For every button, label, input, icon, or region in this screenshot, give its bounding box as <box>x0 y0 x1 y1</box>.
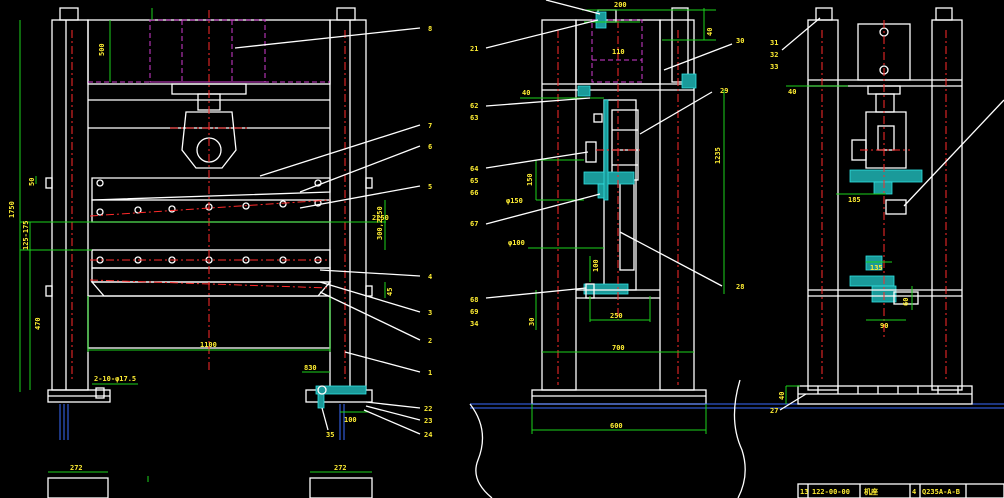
front-part-label-7: 7 <box>428 122 432 130</box>
front-part-label-5: 5 <box>428 183 432 191</box>
side-dim-phi100: φ100 <box>508 239 525 247</box>
end-left-column <box>807 19 839 391</box>
side-dim-110: 110 <box>612 48 625 56</box>
side-dim-30: 30 <box>528 318 536 326</box>
front-dim-272-left: 272 <box>70 464 83 472</box>
front-lower-blade <box>90 281 332 297</box>
front-top-nut-left <box>59 7 79 21</box>
front-dimension-lines <box>19 8 386 482</box>
side-part-label-29: 29 <box>720 87 728 95</box>
side-part-label-69: 69 <box>470 308 478 316</box>
side-part-label-68: 68 <box>470 296 478 304</box>
front-dim-50: 50 <box>28 178 36 186</box>
side-dim-700: 700 <box>612 344 625 352</box>
front-dim-125-175: 125-175 <box>22 220 30 250</box>
side-dim-phi150: φ150 <box>506 197 523 205</box>
end-dim-40-top: 40 <box>788 88 796 96</box>
front-dim-1750: 1750 <box>8 201 16 218</box>
end-part-label-32: 32 <box>770 51 778 59</box>
side-dim-250: 250 <box>610 312 623 320</box>
title-cell-name: 机座 <box>864 487 878 496</box>
front-part-label-23: 23 <box>424 417 432 425</box>
title-block: 13 122-00-00 机座 4 Q235A-A-B <box>797 483 1004 498</box>
side-view: 21 30 29 62 63 64 65 66 67 68 69 34 28 2… <box>469 0 1004 498</box>
front-dim-830: 830 <box>304 364 317 372</box>
end-view: 31 32 33 27 40 185 135 60 90 40 <box>770 7 1004 415</box>
side-part-label-65: 65 <box>470 177 478 185</box>
end-part-label-27: 27 <box>770 407 778 415</box>
side-dim-200: 200 <box>614 1 627 9</box>
end-dim-40-base: 40 <box>778 392 786 400</box>
front-dim-45: 45 <box>386 288 394 296</box>
side-upper-blade-section <box>583 171 635 185</box>
front-top-nut-right <box>336 7 356 21</box>
front-part-label-4: 4 <box>428 273 432 281</box>
end-part-label-31: 31 <box>770 39 778 47</box>
side-part-label-21: 21 <box>470 45 478 53</box>
front-dim-hole-spec: 2-10-φ17.5 <box>94 375 136 383</box>
side-part-label-28: 28 <box>736 283 744 291</box>
side-lower-blade-section <box>583 283 629 295</box>
front-part-label-3: 3 <box>428 309 432 317</box>
end-base <box>797 385 973 405</box>
front-part-label-8: 8 <box>428 25 432 33</box>
front-part-label-2: 2 <box>428 337 432 345</box>
side-dim-1235: 1235 <box>714 147 722 164</box>
side-dim-600: 600 <box>610 422 623 430</box>
side-part-label-67: 67 <box>470 220 478 228</box>
title-cell-item: 13 <box>800 488 808 496</box>
front-left-column <box>51 19 89 391</box>
end-base-bolts <box>817 386 959 394</box>
side-dimension-lines <box>520 8 725 434</box>
front-dim-500: 500 <box>98 43 106 56</box>
title-cell-drawing-no: 122-00-00 <box>812 488 850 496</box>
side-tie-rod <box>671 7 689 83</box>
end-part-label-33: 33 <box>770 63 778 71</box>
side-part-label-30: 30 <box>736 37 744 45</box>
front-dim-272-right: 272 <box>334 464 347 472</box>
side-dim-40-top: 40 <box>706 28 714 36</box>
side-dim-40-left: 40 <box>522 89 530 97</box>
end-dim-185: 185 <box>848 196 861 204</box>
side-dim-100: 100 <box>592 259 600 272</box>
side-part-label-34: 34 <box>470 320 478 328</box>
front-upper-blade <box>91 199 331 223</box>
front-part-label-6: 6 <box>428 143 432 151</box>
end-dim-135: 135 <box>870 264 883 272</box>
side-part-label-64: 64 <box>470 165 478 173</box>
end-dim-90: 90 <box>880 322 888 330</box>
front-dim-1100: 1100 <box>200 341 217 349</box>
front-lower-bed <box>91 249 331 269</box>
end-ram <box>865 111 907 169</box>
front-upper-blade-holder <box>91 177 331 201</box>
front-ram-clevis <box>181 111 237 169</box>
side-part-label-62: 62 <box>470 102 478 110</box>
front-right-column <box>329 19 367 391</box>
end-leader-lines <box>779 17 1004 411</box>
front-part-label-22: 22 <box>424 405 432 413</box>
front-dim-100: 100 <box>344 416 357 424</box>
end-dim-60: 60 <box>902 298 910 306</box>
front-dim-2250: 2250 <box>372 214 389 222</box>
side-base <box>531 389 707 405</box>
side-part-label-66: 66 <box>470 189 478 197</box>
front-part-label-1: 1 <box>428 369 432 377</box>
side-part-label-63: 63 <box>470 114 478 122</box>
title-cell-qty: 4 <box>912 488 916 496</box>
end-right-column <box>931 19 963 391</box>
front-leader-lines <box>234 27 421 435</box>
front-dim-300-2250: 300,2250 <box>376 206 384 240</box>
title-cell-material: Q235A-A-B <box>922 488 960 496</box>
side-leader-lines <box>485 0 733 299</box>
front-hydraulic-cylinder-hidden <box>149 19 266 83</box>
end-upper-blade-section <box>849 169 923 183</box>
side-dim-150: 150 <box>526 173 534 186</box>
front-part-label-24: 24 <box>424 431 432 439</box>
front-dim-470: 470 <box>34 317 42 330</box>
end-lower-blade-section <box>849 275 895 287</box>
end-dimension-lines <box>785 85 913 404</box>
front-part-label-35: 35 <box>326 431 334 439</box>
front-view: 8 7 6 5 4 3 2 1 22 23 24 35 500 50 1750 … <box>8 7 432 498</box>
